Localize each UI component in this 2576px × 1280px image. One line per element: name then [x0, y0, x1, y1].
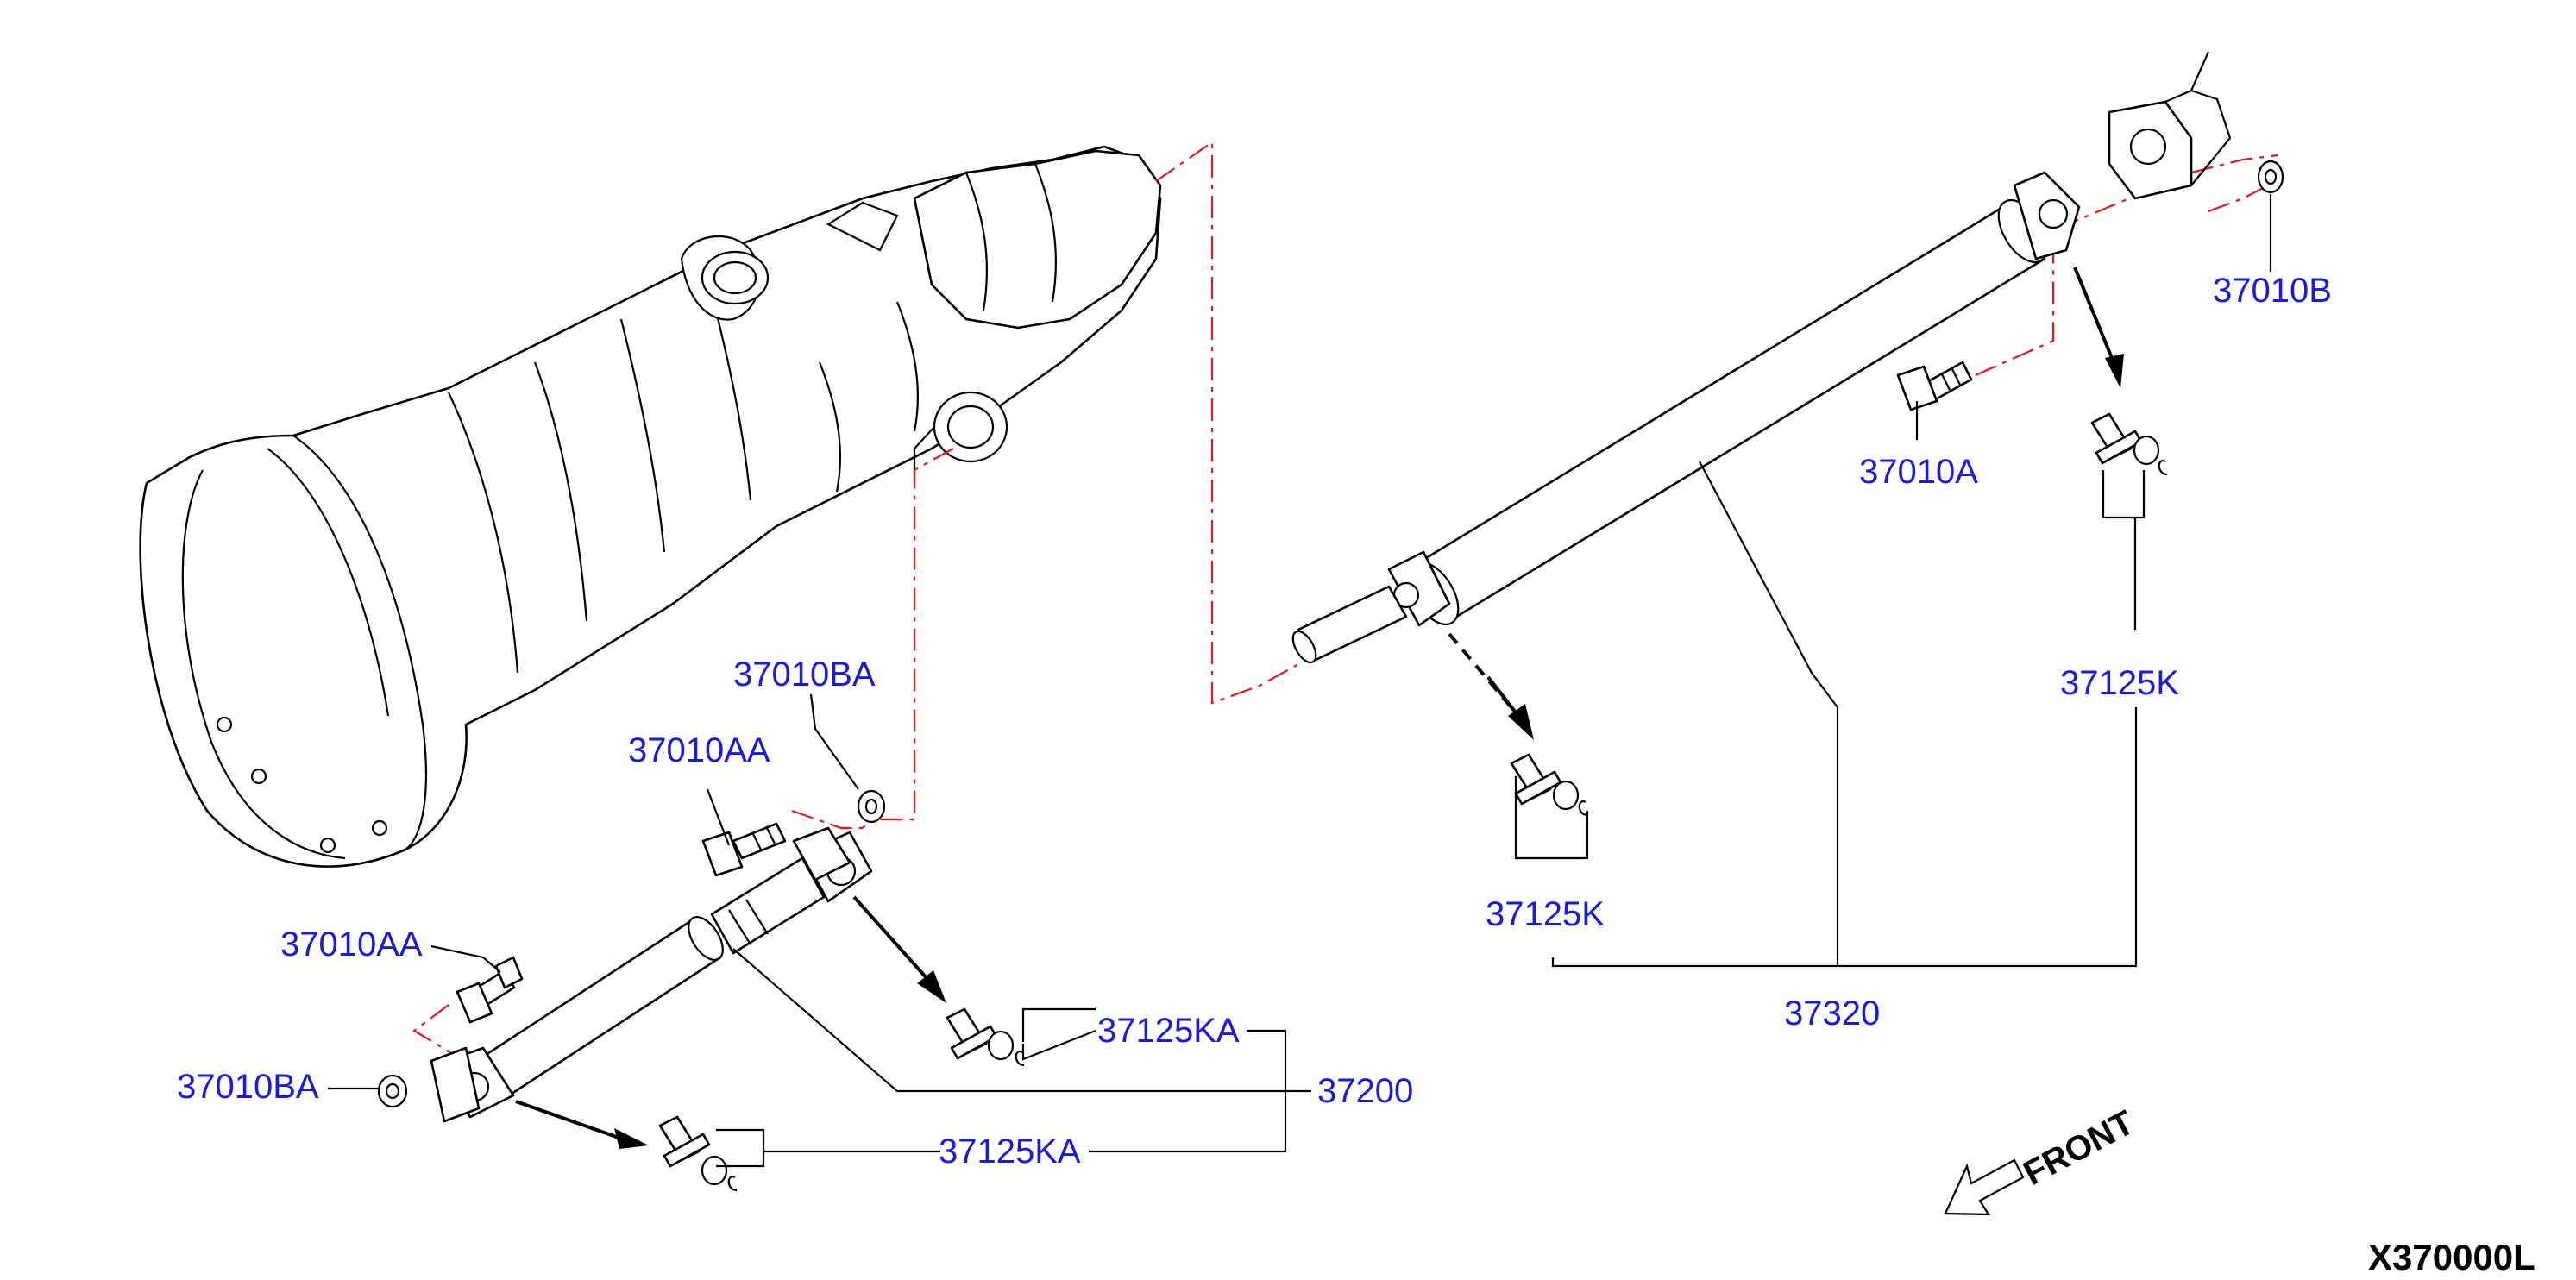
part-label-37010A: 37010A — [1859, 453, 1978, 491]
u-joint-kit-KA-lower — [658, 1115, 738, 1192]
front-propeller-shaft — [430, 826, 873, 1123]
u-joint-kit-KA-upper — [946, 1007, 1025, 1067]
part-label-37125KA-upper: 37125KA — [1097, 1012, 1240, 1050]
part-label-37010BA-upper: 37010BA — [733, 656, 876, 693]
transmission-assembly — [139, 145, 1162, 868]
part-label-37010AA-upper: 37010AA — [628, 731, 770, 769]
leader-lines — [328, 194, 2272, 1168]
rear-propeller-shaft — [1291, 51, 2232, 664]
direction-arrows — [515, 267, 2124, 1149]
bolt-37010AA-lower — [456, 956, 524, 1024]
bolt-37010A — [1896, 361, 1973, 411]
u-joint-kit-upper-right — [2090, 412, 2168, 476]
part-label-37125K-lower: 37125K — [1486, 895, 1605, 933]
part-label-37200: 37200 — [1317, 1072, 1413, 1110]
fasteners — [377, 160, 2284, 1108]
part-label-37010AA-lower: 37010AA — [280, 925, 423, 963]
front-direction-indicator: FRONT — [1944, 1103, 2140, 1216]
part-labels: 37010B 37010A 37125K 37125K 37320 37010B… — [177, 272, 2332, 1170]
part-label-37320: 37320 — [1784, 995, 1880, 1032]
diagram-code: X370000L — [2368, 1237, 2535, 1277]
part-label-37010BA-lower: 37010BA — [177, 1068, 319, 1106]
part-label-37010B: 37010B — [2213, 272, 2332, 310]
part-label-37125K-upper: 37125K — [2060, 664, 2179, 702]
nut-37010BA-upper — [857, 789, 886, 824]
universal-joint-kits — [658, 412, 2168, 1192]
u-joint-kit-lower-middle — [1510, 753, 1588, 817]
nut-37010B — [2257, 160, 2284, 194]
nut-37010BA-lower — [377, 1074, 408, 1108]
bolt-37010AA-upper — [701, 822, 787, 877]
part-label-37125KA-lower: 37125KA — [939, 1133, 1081, 1170]
front-label: FRONT — [2018, 1103, 2140, 1193]
